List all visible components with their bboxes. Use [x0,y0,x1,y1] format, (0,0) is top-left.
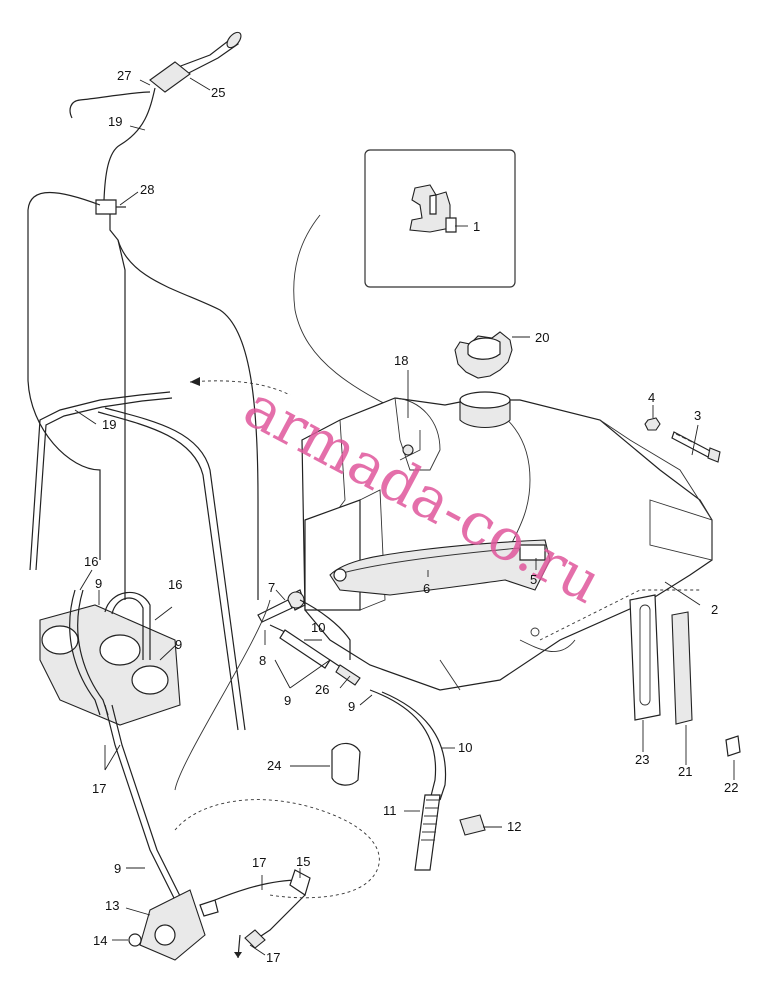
hose-clips [331,742,486,836]
callout-27: 27 [117,68,131,83]
fuel-lines-left [27,191,291,731]
callout-21: 21 [678,764,692,779]
callout-8: 8 [259,653,266,668]
callout-12: 12 [507,819,521,834]
filler-cap [454,331,513,429]
callout-9-carb-right: 9 [175,637,182,652]
detail-inset [293,149,516,427]
callout-3: 3 [694,408,701,423]
callout-5: 5 [530,572,537,587]
callout-9-pump: 9 [114,861,121,876]
carburetors [39,589,183,901]
callout-17-hose: 17 [252,855,266,870]
callout-13: 13 [105,898,119,913]
callout-16-left: 16 [84,554,98,569]
fuel-valve-group [174,589,447,871]
callout-9-carb-left: 9 [95,576,102,591]
callout-15: 15 [296,854,310,869]
choke-cable-assembly [69,31,242,600]
tank-strap [329,539,551,596]
callout-9-outlet: 9 [348,699,355,714]
callout-19-lower: 19 [102,417,116,432]
callout-labels: 1 2 3 4 5 6 7 8 9 9 9 9 9 10 10 11 12 13… [84,68,738,965]
callout-14: 14 [93,933,107,948]
rubber-straps [629,594,741,757]
callout-28: 28 [140,182,154,197]
callout-16-right: 16 [168,577,182,592]
bolt-and-nut [644,417,721,463]
callout-18: 18 [394,353,408,368]
callout-19-upper: 19 [108,114,122,129]
callout-6: 6 [423,581,430,596]
callout-4: 4 [648,390,655,405]
callout-25: 25 [211,85,225,100]
callout-20: 20 [535,330,549,345]
callout-10-lower: 10 [458,740,472,755]
callout-2: 2 [711,602,718,617]
callout-26: 26 [315,682,329,697]
callout-23: 23 [635,752,649,767]
callout-17-carb: 17 [92,781,106,796]
callout-17-pump: 17 [266,950,280,965]
callout-9-valve: 9 [284,693,291,708]
callout-22: 22 [724,780,738,795]
callout-24: 24 [267,758,281,773]
callout-11: 11 [383,803,397,818]
callout-1: 1 [473,219,480,234]
callout-10-upper: 10 [311,620,325,635]
callout-7: 7 [268,580,275,595]
leader-lines [74,77,735,956]
fuel-pump [128,799,380,961]
